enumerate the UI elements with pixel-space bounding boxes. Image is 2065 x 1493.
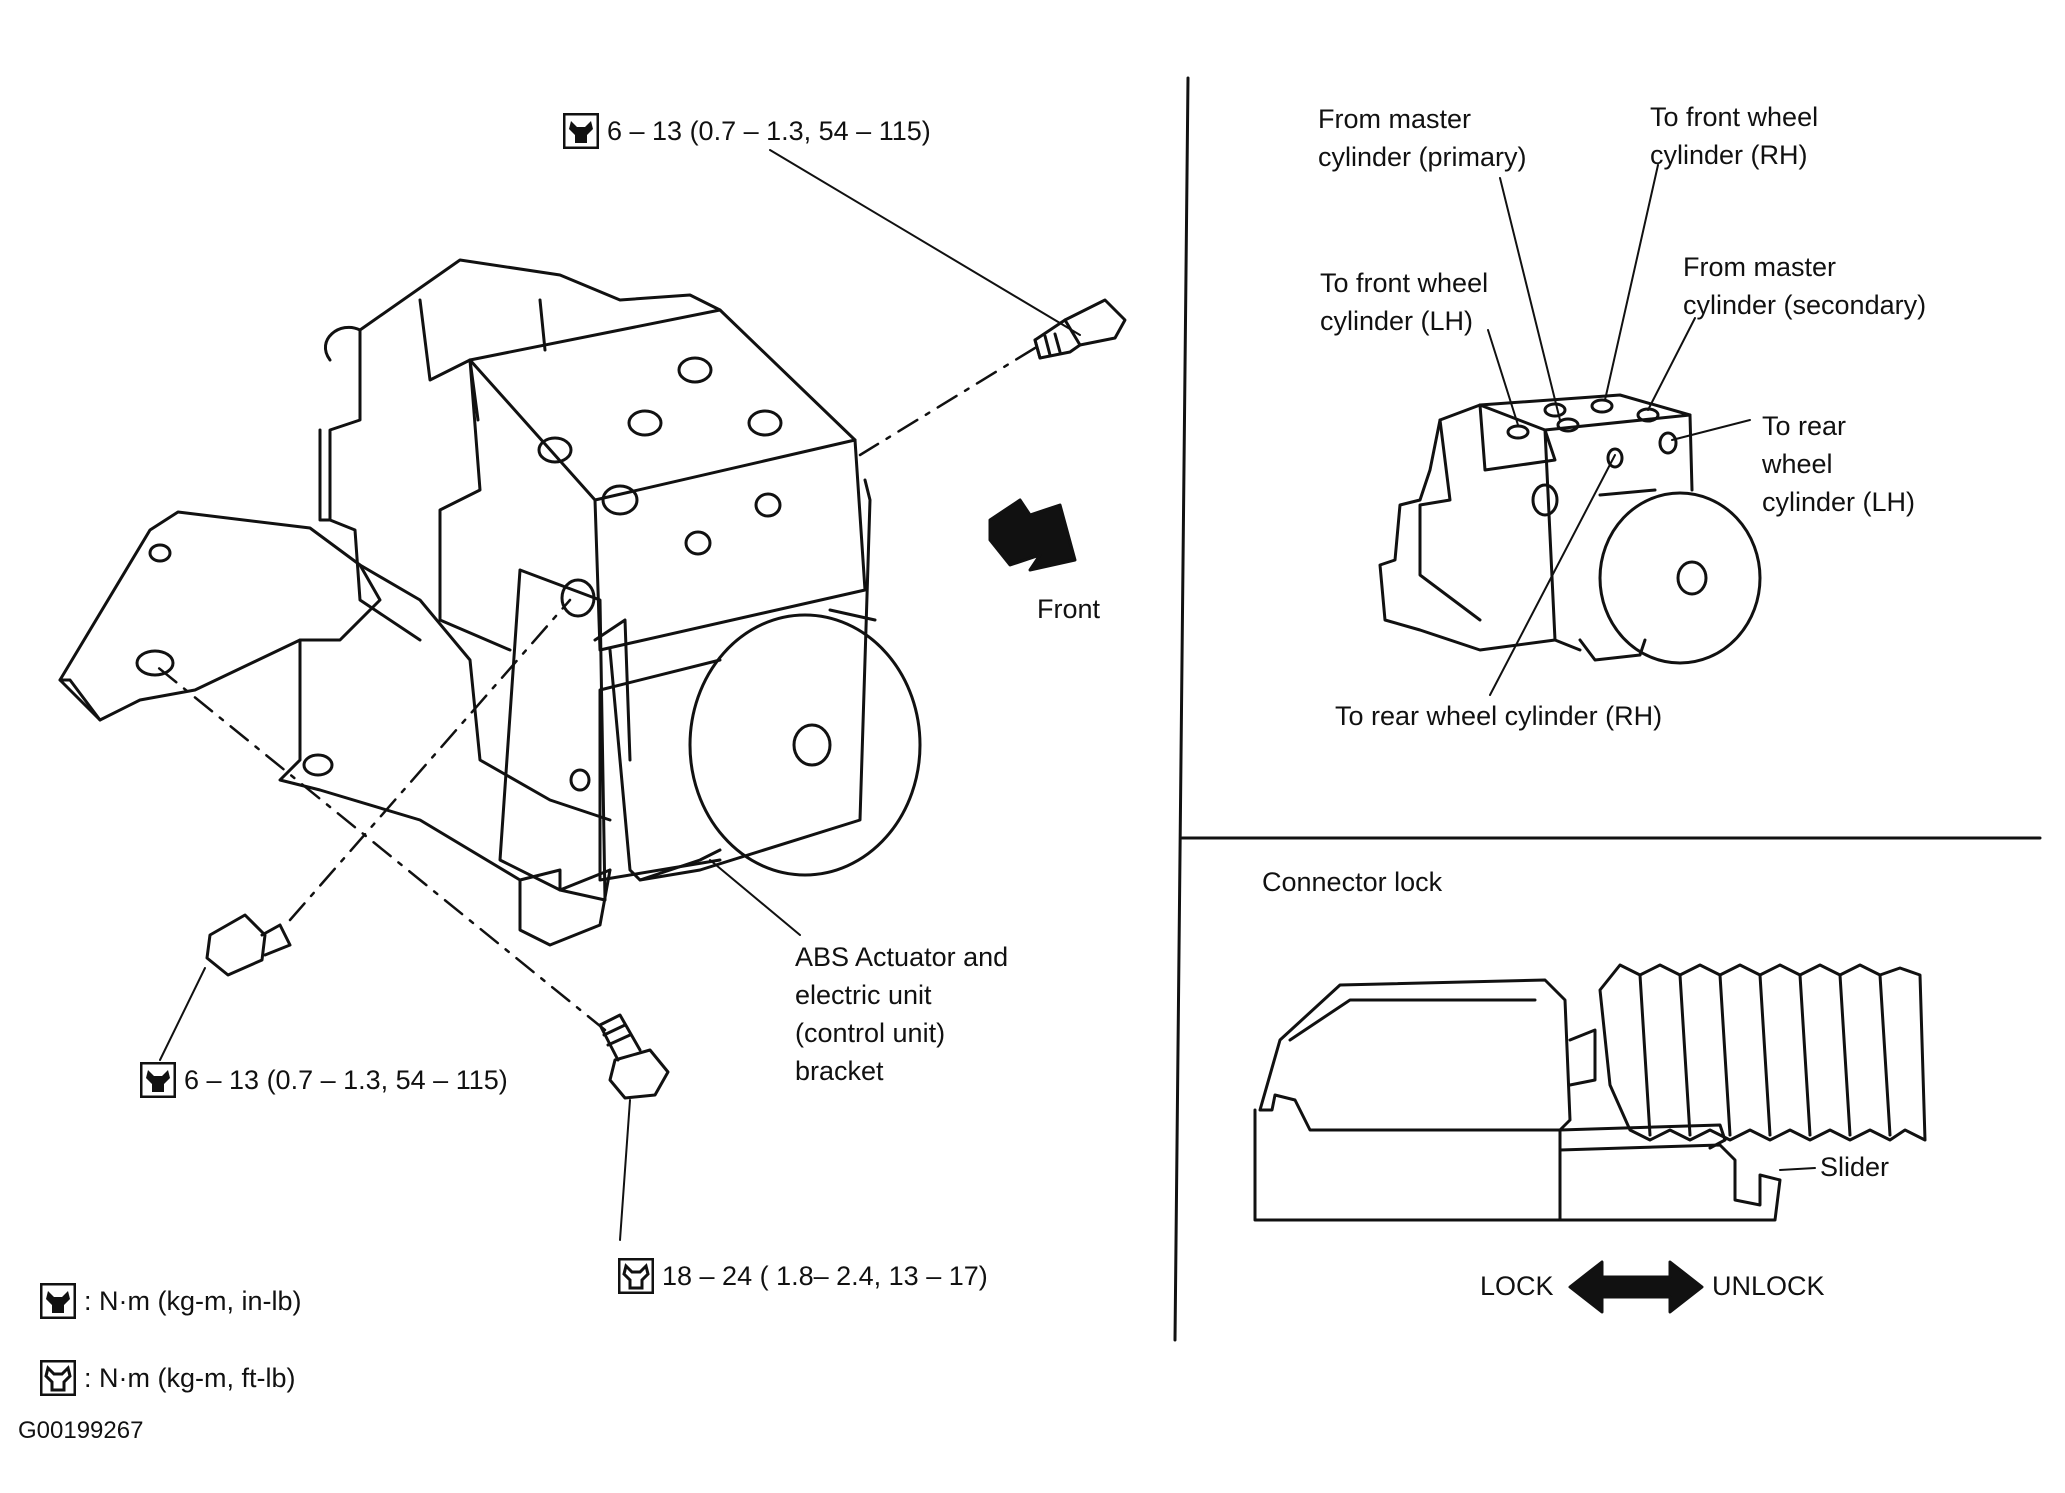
actuator-label-line-3: (control unit) [795, 1018, 946, 1048]
torque-wrench-outline-icon [40, 1360, 76, 1396]
actuator-label: ABS Actuator and electric unit (control … [795, 938, 1008, 1090]
torque-spec-top: 6 – 13 (0.7 – 1.3, 54 – 115) [563, 113, 931, 149]
torque-wrench-solid-icon [40, 1283, 76, 1319]
torque-wrench-outline-icon [618, 1258, 654, 1294]
abs-actuator-body [318, 258, 922, 902]
torque-spec-top-text: 6 – 13 (0.7 – 1.3, 54 – 115) [607, 115, 931, 146]
bolt-bottom [598, 1013, 670, 1100]
bolt-left [205, 913, 292, 977]
label-from-master-secondary: From master cylinder (secondary) [1683, 252, 1927, 320]
unlock-label: UNLOCK [1712, 1271, 1825, 1301]
label-to-front-lh: To front wheel cylinder (LH) [1320, 268, 1489, 336]
torque-wrench-solid-icon [140, 1062, 176, 1098]
front-label: Front [1037, 594, 1101, 624]
label-to-rear-lh: To rear wheel cylinder (LH) [1762, 411, 1916, 517]
label-from-master-primary: From master cylinder (primary) [1318, 104, 1527, 172]
legend-text-in-lb: : N·m (kg-m, in-lb) [84, 1285, 302, 1316]
alignment-lines [153, 346, 1037, 1032]
bolt-top [1033, 298, 1127, 360]
torque-spec-bottom: 18 – 24 ( 1.8– 2.4, 13 – 17) [618, 1258, 988, 1294]
legend-item-in-lb: : N·m (kg-m, in-lb) [40, 1283, 302, 1319]
torque-spec-bottom-text: 18 – 24 ( 1.8– 2.4, 13 – 17) [662, 1260, 988, 1291]
torque-wrench-solid-icon [563, 113, 599, 149]
connector-illustration [1253, 963, 1927, 1222]
label-to-front-rh: To front wheel cylinder (RH) [1650, 102, 1819, 170]
torque-spec-left-text: 6 – 13 (0.7 – 1.3, 54 – 115) [184, 1064, 508, 1095]
legend-item-ft-lb: : N·m (kg-m, ft-lb) [40, 1360, 295, 1396]
lock-unlock-arrow-icon [1568, 1260, 1704, 1314]
slider-label: Slider [1820, 1152, 1890, 1182]
actuator-label-line-4: bracket [795, 1056, 884, 1086]
connector-lock-title: Connector lock [1262, 867, 1443, 897]
torque-spec-left: 6 – 13 (0.7 – 1.3, 54 – 115) [140, 1062, 508, 1098]
actuator-label-line-2: electric unit [795, 980, 932, 1010]
actuator-label-line-1: ABS Actuator and [795, 942, 1009, 972]
label-to-rear-rh: To rear wheel cylinder (RH) [1335, 701, 1663, 731]
figure-id: G00199267 [18, 1417, 144, 1444]
vertical-divider [1173, 76, 1190, 1342]
legend-text-ft-lb: : N·m (kg-m, ft-lb) [84, 1362, 296, 1393]
lock-label: LOCK [1480, 1271, 1554, 1301]
mounting-bracket [58, 510, 612, 947]
front-arrow-icon [988, 498, 1077, 572]
actuator-ports-illustration [1378, 393, 1762, 665]
